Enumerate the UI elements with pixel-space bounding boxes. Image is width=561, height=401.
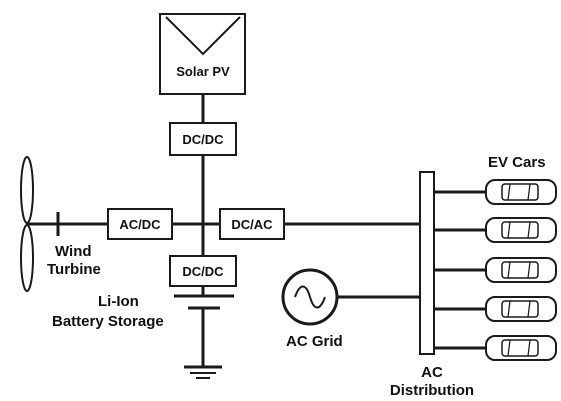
blade-lower — [20, 224, 34, 292]
solar-dcdc-converter: DC/DC — [169, 122, 237, 156]
ev-car-icon — [434, 296, 557, 322]
solar-pv-label: Solar PV — [176, 64, 230, 79]
ac-grid-source: AC Grid — [281, 268, 420, 350]
solar-dcdc-label: DC/DC — [182, 132, 224, 147]
battery-dcdc-label: DC/DC — [182, 264, 224, 279]
ac-distribution-bus: AC Distribution — [390, 171, 474, 399]
ev-car-icon — [434, 179, 557, 205]
battery-label-line1: Li-Ion — [98, 293, 139, 310]
ev-car-icon — [434, 257, 557, 283]
ev-cars-group — [434, 179, 557, 361]
battery-label-line2: Battery Storage — [52, 313, 164, 330]
grid-dcac-converter: DC/AC — [219, 208, 285, 240]
distribution-label-line1: AC — [421, 364, 443, 381]
ground-icon — [184, 365, 222, 379]
battery-dcdc-converter: DC/DC — [169, 255, 237, 287]
ac-grid-label: AC Grid — [286, 333, 343, 350]
ev-cars-title: EV Cars — [488, 154, 546, 171]
wind-acdc-converter: AC/DC — [107, 208, 173, 240]
blade-upper — [20, 156, 34, 224]
solar-pv-panel: Solar PV — [159, 13, 246, 95]
battery-storage: Li-Ion Battery Storage — [52, 286, 234, 366]
distribution-label-line2: Distribution — [390, 382, 474, 399]
ev-car-icon — [434, 335, 557, 361]
grid-dcac-label: DC/AC — [231, 217, 273, 232]
wind-acdc-label: AC/DC — [119, 217, 161, 232]
wind-label-line1: Wind — [55, 243, 92, 260]
ev-car-icon — [434, 217, 557, 243]
wind-label-line2: Turbine — [47, 261, 101, 278]
